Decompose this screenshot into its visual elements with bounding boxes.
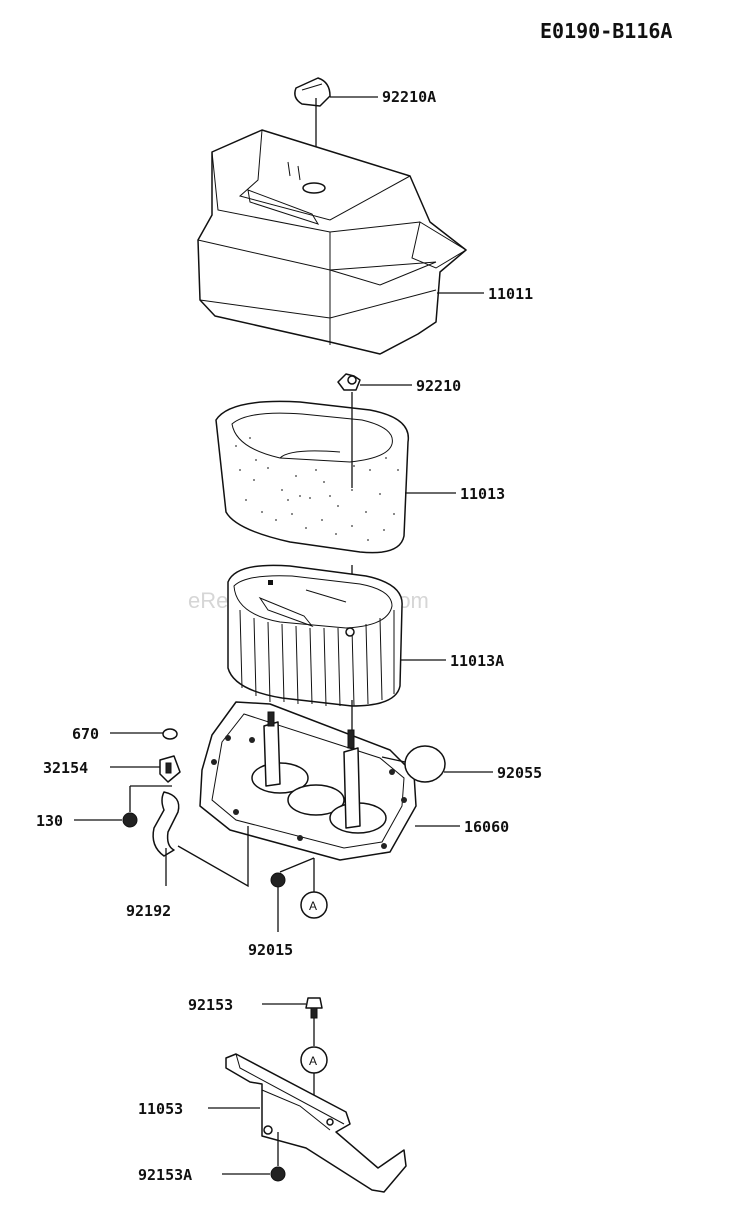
callout-92153[interactable]: 92153 [188, 996, 233, 1014]
reference-marker-upper [300, 891, 328, 919]
callout-11013[interactable]: 11013 [460, 485, 505, 503]
callout-92055[interactable]: 92055 [497, 764, 542, 782]
pre-cleaner-foam[interactable] [215, 400, 410, 554]
bolt-part[interactable] [305, 997, 323, 1019]
gasket-link-line [381, 756, 406, 763]
callout-11011[interactable]: 11011 [488, 285, 533, 303]
callout-92210A[interactable]: 92210A [382, 88, 436, 106]
bracket-part[interactable] [225, 1053, 407, 1193]
callout-32154[interactable]: 32154 [43, 759, 88, 777]
callout-92192[interactable]: 92192 [126, 902, 171, 920]
clip-part[interactable] [122, 812, 138, 828]
callout-130[interactable]: 130 [36, 812, 63, 830]
callout-92015[interactable]: 92015 [248, 941, 293, 959]
knob-part[interactable] [294, 77, 331, 107]
air-cleaner-base[interactable] [199, 701, 417, 861]
nut-link-line [279, 857, 315, 873]
callout-92210[interactable]: 92210 [416, 377, 461, 395]
breather-hose[interactable] [152, 791, 180, 857]
callout-16060[interactable]: 16060 [464, 818, 509, 836]
diagram-id: E0190-B116A [540, 19, 672, 43]
callout-11013A[interactable]: 11013A [450, 652, 504, 670]
callout-92153A[interactable]: 92153A [138, 1166, 192, 1184]
air-cleaner-cover[interactable] [197, 129, 467, 355]
washer-part[interactable] [162, 728, 178, 740]
callout-11053[interactable]: 11053 [138, 1100, 183, 1118]
breather-fitting[interactable] [159, 755, 181, 783]
nut-part[interactable] [270, 872, 286, 888]
reference-marker-lower-label: A [309, 1054, 317, 1068]
hose-connection-line [177, 826, 249, 888]
reference-marker-upper-label: A [309, 899, 317, 913]
air-filter-element[interactable] [227, 564, 403, 707]
bolt-a-part[interactable] [270, 1166, 286, 1182]
wing-nut-part[interactable] [337, 373, 361, 391]
callout-670[interactable]: 670 [72, 725, 99, 743]
o-ring-gasket[interactable] [404, 745, 446, 783]
